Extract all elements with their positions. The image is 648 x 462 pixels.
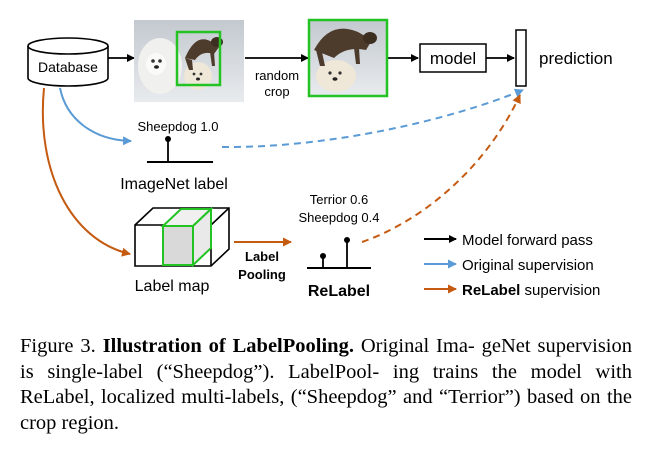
imagenet-label-caption: ImageNet label xyxy=(120,176,228,193)
cropped-image-photo xyxy=(307,18,389,98)
original-supervision-arrow xyxy=(59,87,132,146)
crop-region-box xyxy=(175,30,222,87)
legend-relabel-rest: supervision xyxy=(520,282,600,299)
caption-line1-rest: Original Ima- xyxy=(360,335,475,357)
figure-title: Illustration of LabelPooling. xyxy=(102,335,354,357)
full-image-photo xyxy=(134,20,244,102)
model-label: model xyxy=(430,49,476,68)
caption-line3: ing trains the model with ReLabel, local… xyxy=(20,360,632,409)
legend: Model forward pass Original supervision … xyxy=(424,232,600,299)
label-map-cube xyxy=(134,206,230,268)
original-supervision-dashed-arrow xyxy=(221,88,524,149)
database-cylinder: Database xyxy=(27,37,109,87)
figure-number: Figure 3. xyxy=(20,335,96,357)
database-label: Database xyxy=(38,59,98,75)
figure-caption: Figure 3. Illustration of LabelPooling. … xyxy=(20,334,632,436)
prediction-label: prediction xyxy=(539,49,613,68)
relabel-path-db-to-labelmap xyxy=(41,87,131,257)
caption-line4: (“Sheepdog” and “Terrior”) based on the … xyxy=(20,386,632,434)
random-crop-label-line2: crop xyxy=(264,84,289,99)
relabel-caption: ReLabel xyxy=(308,283,370,300)
labelpooling-diagram: Database random crop xyxy=(27,18,613,300)
label-pooling-text-line2: Pooling xyxy=(238,267,286,282)
relabel-supervision-dashed-arrow xyxy=(361,94,521,243)
prediction-bar xyxy=(515,29,527,87)
label-map-caption: Label map xyxy=(135,278,210,295)
imagenet-label-stem-plot xyxy=(147,136,213,163)
relabel-class-score-1: Terrior 0.6 xyxy=(310,192,369,207)
legend-relabel-bold: ReLabel xyxy=(462,282,520,299)
random-crop-label-line1: random xyxy=(255,68,299,83)
relabel-class-score-2: Sheepdog 0.4 xyxy=(299,210,380,225)
imagenet-class-score: Sheepdog 1.0 xyxy=(138,119,219,134)
model-box xyxy=(419,43,487,73)
label-pooling-text-line1: Label xyxy=(245,249,279,264)
legend-original-label: Original supervision xyxy=(462,257,594,274)
legend-relabel-label: ReLabel supervision xyxy=(462,282,600,299)
legend-forward-label: Model forward pass xyxy=(462,232,593,249)
relabel-stem-plot xyxy=(307,237,371,269)
caption-line2: geNet supervision is single-label (“Shee… xyxy=(20,335,632,383)
